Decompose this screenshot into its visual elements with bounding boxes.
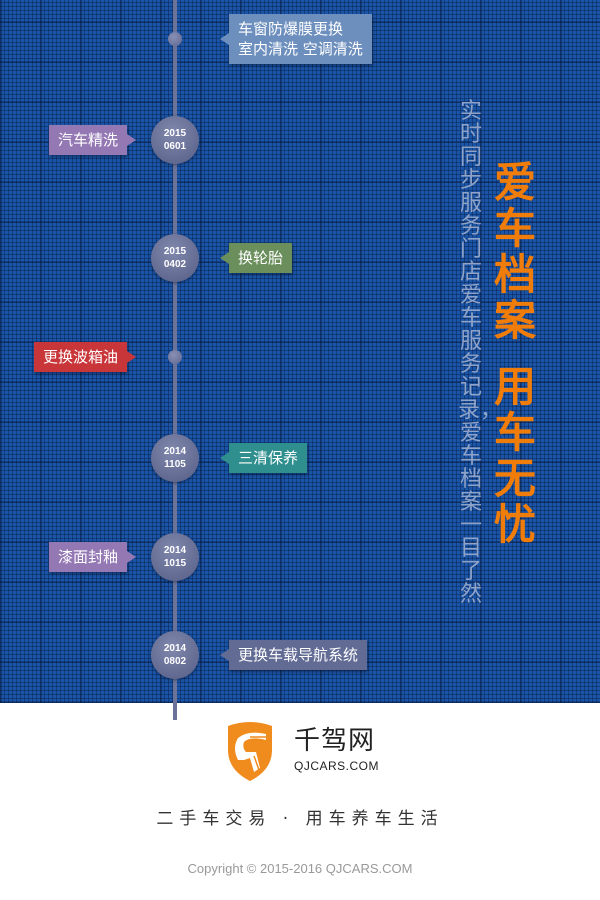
date-year: 2014 [163, 545, 187, 556]
headline-title: 爱车档案 用车无忧 [492, 160, 538, 548]
date-month-day: 1015 [163, 558, 187, 569]
headline-title-part2: 用车无忧 [493, 362, 536, 549]
date-year: 2015 [163, 246, 187, 257]
slogan: 二手车交易 · 用车养车生活 [156, 809, 444, 829]
event-label: 三清保养 [238, 449, 299, 467]
logo-domain: QJCARS.COM [294, 759, 380, 773]
timeline-dot [168, 350, 182, 364]
timeline-event-tag[interactable]: 漆面封釉 [48, 542, 137, 572]
timeline-date-badge: 2014 1015 [151, 533, 199, 581]
date-month-day: 0402 [163, 259, 187, 270]
timeline-event-tag[interactable]: 三清保养 [219, 443, 308, 473]
headline-title-part1: 爱车档案 [493, 158, 536, 345]
event-label: 更换车载导航系统 [238, 646, 359, 664]
timeline-dot [168, 32, 182, 46]
event-label: 换轮胎 [238, 249, 284, 267]
date-year: 2015 [163, 128, 187, 139]
event-label: 更换波箱油 [42, 348, 118, 366]
event-label: 汽车精洗 [57, 131, 118, 149]
date-year: 2014 [163, 643, 187, 654]
date-month-day: 0601 [163, 141, 187, 152]
timeline-date-badge: 2015 0402 [151, 234, 199, 282]
event-label: 室内清洗 空调清洗 [238, 40, 363, 58]
logo-name: 千驾网 [294, 726, 376, 756]
headline-subtitle: 实时同步服务门店爱车服务记录，爱车档案一目了然 [458, 99, 503, 607]
timeline-event-tag[interactable]: 换轮胎 [219, 243, 293, 273]
copyright: Copyright © 2015-2016 QJCARS.COM [187, 861, 413, 876]
date-month-day: 0802 [163, 656, 187, 667]
timeline-event-tag[interactable]: 车窗防爆膜更换室内清洗 空调清洗 [220, 14, 372, 64]
timeline-hero [0, 0, 600, 703]
date-month-day: 1105 [164, 459, 186, 470]
timeline-event-tag[interactable]: 更换车载导航系统 [219, 640, 368, 670]
timeline-event-tag[interactable]: 汽车精洗 [48, 125, 137, 155]
shield-logo-icon [228, 722, 272, 781]
brand-logo[interactable]: 千驾网 QJCARS.COM [226, 720, 386, 784]
date-year: 2014 [163, 446, 187, 457]
timeline-event-tag[interactable]: 更换波箱油 [33, 342, 137, 372]
timeline-date-badge: 2014 1105 [151, 434, 199, 482]
event-label: 漆面封釉 [57, 548, 118, 566]
timeline-date-badge: 2014 0802 [151, 631, 199, 679]
event-label: 车窗防爆膜更换 [238, 20, 344, 38]
timeline-date-badge: 2015 0601 [151, 116, 199, 164]
